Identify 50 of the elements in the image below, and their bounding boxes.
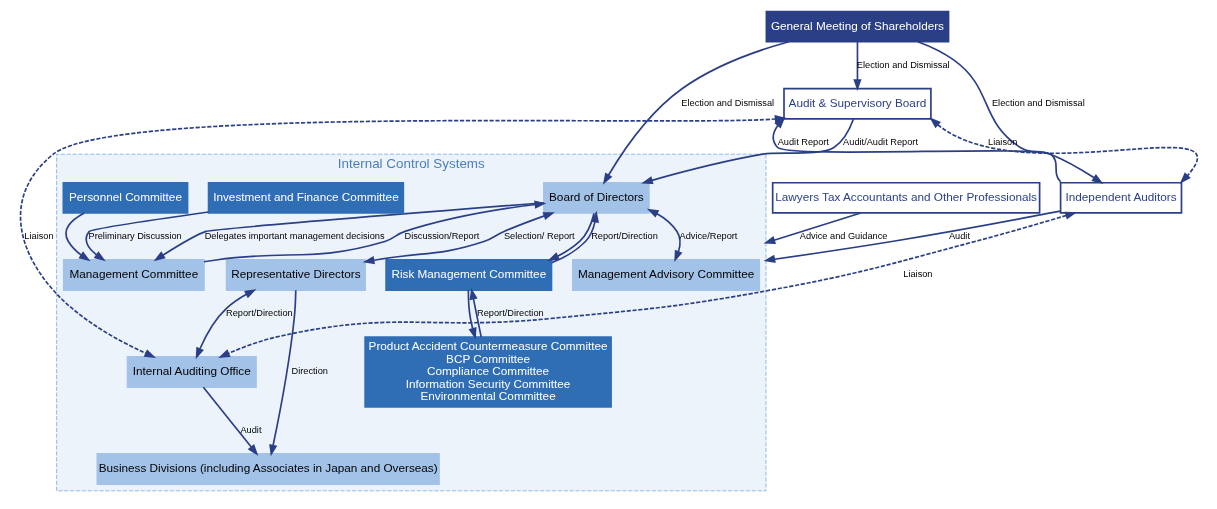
arrow <box>467 289 477 340</box>
arrow <box>64 212 91 262</box>
node-box: Representative Directors <box>225 259 366 291</box>
arrow <box>646 208 682 263</box>
arrow <box>762 210 1061 263</box>
node-box: Investment and Finance Committee <box>207 181 404 214</box>
edge-label: Advice/Report <box>679 230 737 241</box>
edge-label: Audit <box>239 424 261 435</box>
arrow <box>153 201 545 262</box>
arrow <box>195 289 256 360</box>
arrow <box>763 212 862 244</box>
arrow <box>640 118 854 185</box>
node-box: Personnel Committee <box>62 181 188 214</box>
arrow <box>916 40 1103 184</box>
arrow <box>202 200 546 263</box>
node-box: Business Divisions (including Associates in Japan and Overseas) <box>96 453 440 485</box>
edge-label: Report/Direction <box>476 308 544 319</box>
edge-label: Report/Direction <box>590 230 658 241</box>
node-box: Risk Management Committee <box>384 259 552 291</box>
arrow <box>84 211 209 262</box>
edge-label: Advice and Guidance <box>799 230 887 241</box>
node-box: Management Committee <box>62 259 205 291</box>
edge-label: Liaison <box>902 269 933 280</box>
edge-label: Preliminary Discussion <box>87 230 182 241</box>
node-box: Internal Auditing Office <box>126 356 257 388</box>
edge-label: Election and Dismissal <box>680 98 774 109</box>
edge-label: Audit/Audit Report <box>842 136 918 147</box>
edge-label: Liaison <box>23 230 54 241</box>
arrow <box>469 287 482 338</box>
edge-label: Direction <box>291 366 328 377</box>
arrow <box>268 289 297 457</box>
arrow <box>217 211 1077 358</box>
arrow <box>928 117 1197 184</box>
arrow <box>852 41 862 91</box>
node-box: Product Accident Countermeasure Committee BCP Committee Compliance Committee Information Security Committee Environmental Committee <box>363 336 612 408</box>
node-box: General Meeting of Shareholders <box>765 10 949 43</box>
node-box: Lawyers Tax Accountants and Other Professionals <box>771 181 1040 214</box>
node-box: Audit & Supervisory Board <box>782 87 932 120</box>
edge-label: Audit <box>948 230 970 241</box>
arrow <box>362 212 555 265</box>
edge-label: Discussion/Report <box>404 230 479 241</box>
node-box: Management Advisory Committee <box>571 259 760 291</box>
edge-label: Delegates important management decisions <box>204 230 385 241</box>
edge-label: Election and Dismissal <box>991 98 1085 109</box>
edge-label: Report/Direction <box>225 308 293 319</box>
edge-label: Selection/ Report <box>503 230 575 241</box>
arrow <box>202 386 258 456</box>
node-box: Board of Directors <box>542 181 650 214</box>
node-box: Independent Auditors <box>1059 181 1182 214</box>
edge-label: Audit Report <box>777 136 829 147</box>
